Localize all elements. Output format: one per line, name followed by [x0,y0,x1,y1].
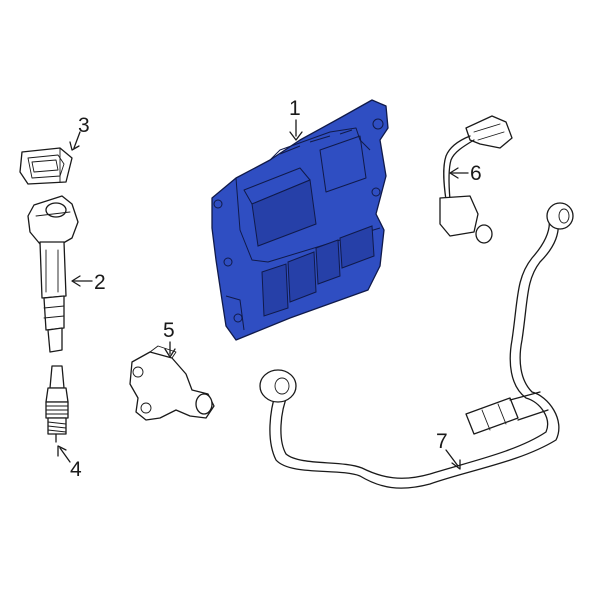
callout-5: 5 [163,319,175,342]
callout-6: 6 [470,162,482,185]
callout-3: 3 [78,114,90,137]
part-4-spark-plug [45,365,69,443]
part-5-position-sensor [129,345,215,421]
part-7-wiring-harness [259,202,574,489]
part-3-coil-bracket [19,147,73,185]
callout-4: 4 [70,458,82,481]
callout-1: 1 [289,97,301,120]
callout-7: 7 [436,430,448,453]
callout-leaders [57,119,469,470]
part-2-ignition-coil [27,195,79,353]
part-6-sensor-lead [439,115,513,244]
callout-2: 2 [94,271,106,294]
part-1-engine-control-module [211,99,389,341]
